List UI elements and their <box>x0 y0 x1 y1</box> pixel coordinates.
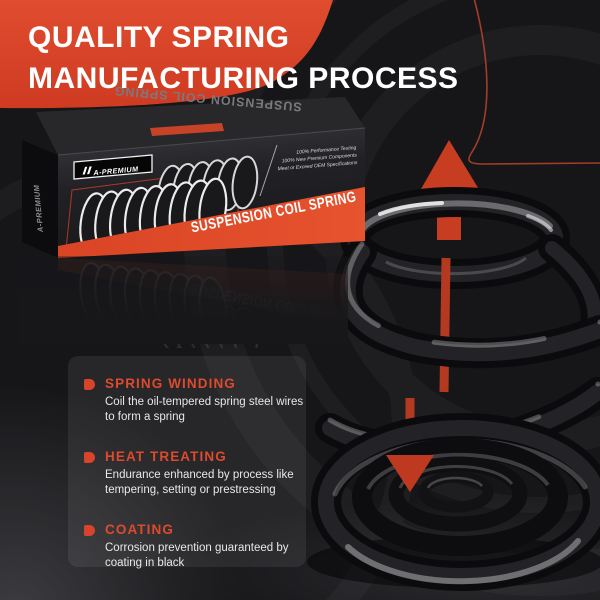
box-brand-logo: A-PREMIUM <box>73 154 153 180</box>
step-description: Corrosion prevention guaranteed by coati… <box>105 542 289 569</box>
corner-accent-line <box>468 0 600 165</box>
process-step-coating: COATING Corrosion prevention guaranteed … <box>84 522 306 571</box>
axis-shaft <box>439 257 451 393</box>
step-title: COATING <box>105 522 174 537</box>
step-bullet-icon <box>84 452 95 463</box>
page-title: QUALITY SPRING MANUFACTURING PROCESS <box>28 17 459 99</box>
process-panel: SPRING WINDING Coil the oil-tempered spr… <box>68 356 306 569</box>
step-description: Endurance enhanced by process like tempe… <box>105 469 294 496</box>
feature-line: 100% New Premium Components <box>282 152 358 164</box>
down-arrow-icon <box>386 455 434 492</box>
product-box: SUSPENSION COIL SPRING A-PREMIUM <box>18 84 366 348</box>
process-step-heat-treating: HEAT TREATING Endurance enhanced by proc… <box>84 449 306 498</box>
spring-bottom-spiral <box>311 413 600 591</box>
step-bullet-icon <box>84 379 95 390</box>
step-title: HEAT TREATING <box>105 449 227 464</box>
header-banner <box>0 0 333 109</box>
box-orange-band <box>58 187 365 258</box>
box-divider-line <box>259 144 278 197</box>
box-left-face <box>22 140 58 258</box>
step-title: SPRING WINDING <box>105 376 236 391</box>
coil-spring-image <box>307 140 600 591</box>
box-top-brand-mark <box>150 123 224 136</box>
reflection-fade <box>18 256 348 344</box>
process-step-spring-winding: SPRING WINDING Coil the oil-tempered spr… <box>84 376 306 425</box>
page-title-line2: MANUFACTURING PROCESS <box>28 62 459 95</box>
step-bullet-icon <box>84 525 95 536</box>
step-description: Coil the oil-tempered spring steel wires… <box>105 396 304 423</box>
box-side-brand: A-PREMIUM <box>32 184 45 234</box>
page-title-line1: QUALITY SPRING <box>28 21 290 54</box>
corner-glow <box>0 384 244 600</box>
brand-name: A-PREMIUM <box>92 164 139 177</box>
feature-line: 100% Performance Testing <box>296 145 357 156</box>
brand-mark-icon <box>82 166 92 175</box>
box-edge-highlight <box>57 127 366 156</box>
